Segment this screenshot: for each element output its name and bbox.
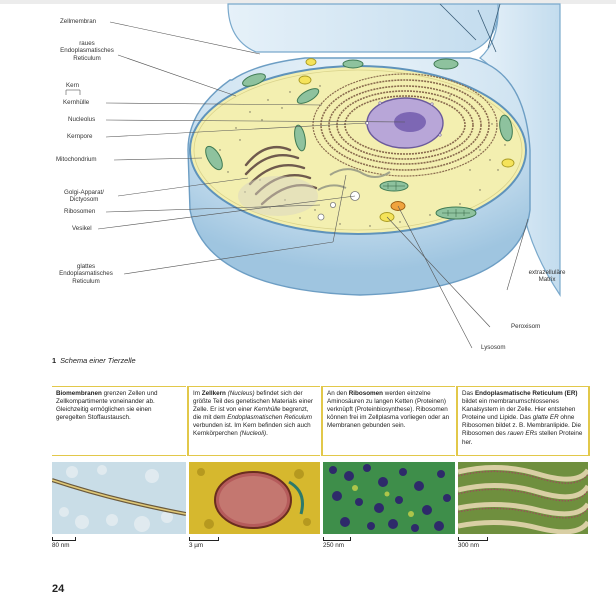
text-run: glatte ER	[532, 414, 559, 422]
text-run: An den	[327, 390, 349, 397]
label-line: Reticulum	[73, 54, 101, 62]
text-run: rauen ERs	[507, 430, 538, 438]
text-run: begrenzt, die mit dem	[193, 406, 309, 422]
label-line: extrazelluläre	[528, 269, 566, 276]
label-line: glattes	[76, 263, 96, 270]
label-raues-er: raues Endoplasmatisches Reticulum	[52, 40, 122, 62]
text-run: grenzen Zellen und Zellkompartimente von…	[56, 390, 158, 422]
label-nucleolus: Nucleolus	[68, 116, 96, 123]
label-golgi: Golgi-Apparat/ Dictyosom	[56, 189, 112, 204]
text-run: ohne Ribosomen bildet z. B. Membranlipid…	[462, 414, 581, 438]
text-run: Das	[462, 390, 475, 397]
micrograph-ribosomes	[323, 462, 455, 534]
label-line: Endoplasmatisches	[59, 270, 113, 278]
smooth-er	[329, 168, 391, 178]
label-peroxisom: Peroxisom	[511, 323, 541, 330]
label-kern: Kern	[66, 82, 80, 89]
text-run: Endoplasmatische Reticulum	[474, 390, 563, 397]
rough-er	[312, 73, 498, 177]
box-ribosomen: An den Ribosomen werden einzelne Aminosä…	[323, 386, 455, 456]
text-run: Biomembranen	[56, 390, 102, 397]
text-run: Endoplasmatischen Reticulum	[227, 414, 312, 422]
nucleolus	[394, 112, 426, 132]
box-divider	[456, 386, 458, 456]
label-kernhuelle: Kernhülle	[63, 99, 90, 106]
box-zellkern: Im Zellkern (Nucleus) befindet sich der …	[189, 386, 320, 456]
text-run: werden einzelne Aminosäuren zu langen Ke…	[327, 390, 450, 430]
scale-label: 80 nm	[52, 542, 70, 549]
caption-text: Schema einer Tierzelle	[60, 356, 136, 365]
scale-label: 300 nm	[458, 542, 480, 549]
label-vesikel: Vesikel	[72, 225, 92, 232]
label-glattes-er: glattes Endoplasmatisches Reticulum	[50, 263, 122, 285]
box-divider	[588, 386, 590, 456]
label-mitochondrium: Mitochondrium	[56, 156, 97, 163]
leader-lines	[65, 21, 529, 349]
golgi-shadow	[238, 176, 318, 216]
cell-diagram	[65, 3, 561, 349]
scale-label: 3 µm	[189, 542, 204, 549]
micrograph-nucleus	[189, 462, 320, 534]
text-run: Ribosomen	[348, 390, 384, 397]
micrograph-er	[458, 462, 588, 534]
page-number: 24	[52, 583, 65, 595]
caption-number: 1	[52, 356, 57, 365]
label-line: Dictyosom	[69, 196, 99, 204]
box-biomembranen: Biomembranen grenzen Zellen und Zellkomp…	[52, 386, 186, 456]
top-border	[0, 0, 616, 4]
label-matrix: extrazelluläre Matrix	[514, 269, 580, 284]
text-run: befindet sich der größte Teil des geneti…	[193, 390, 313, 414]
text-run: verbunden ist. Im Kern befinden sich auc…	[193, 422, 311, 438]
text-run: (ER)	[564, 390, 578, 397]
label-line: Golgi-Apparat/	[64, 189, 104, 196]
text-run: .	[266, 430, 268, 438]
box-divider	[187, 386, 189, 456]
peroxisomes	[298, 58, 515, 222]
scale-bar-1: 80 nm	[52, 537, 76, 549]
label-line: Endoplasmatisches	[60, 47, 114, 55]
label-ribosomen: Ribosomen	[64, 208, 96, 215]
label-kernpore: Kernpore	[67, 133, 93, 140]
text-run: Kernhülle	[253, 406, 281, 414]
scale-label: 250 nm	[323, 542, 345, 549]
scale-bar-3: 250 nm	[323, 537, 351, 549]
box-er: Das Endoplasmatische Reticulum (ER) bild…	[458, 386, 588, 456]
label-line: Matrix	[538, 276, 556, 284]
micrograph-membrane	[52, 462, 186, 534]
text-run: Im	[193, 390, 202, 397]
label-lysosom: Lysosom	[481, 344, 506, 351]
label-line: Reticulum	[72, 277, 100, 285]
neighbor-cell-top	[227, 3, 499, 53]
text-run: stellen Proteine her.	[462, 430, 583, 446]
text-run: (Nucleoli)	[239, 430, 267, 438]
text-run: Zellkern	[201, 390, 226, 397]
scale-bar-4: 300 nm	[458, 537, 488, 549]
text-run: bildet ein membranumschlossenes Kanalsys…	[462, 398, 576, 422]
scale-bar-2: 3 µm	[189, 537, 219, 549]
label-line: raues	[79, 40, 95, 47]
box-divider	[321, 386, 323, 456]
label-zellmembran: Zellmembran	[60, 18, 97, 25]
matrix-fibers	[439, 3, 501, 53]
text-run: (Nucleus)	[227, 390, 255, 397]
